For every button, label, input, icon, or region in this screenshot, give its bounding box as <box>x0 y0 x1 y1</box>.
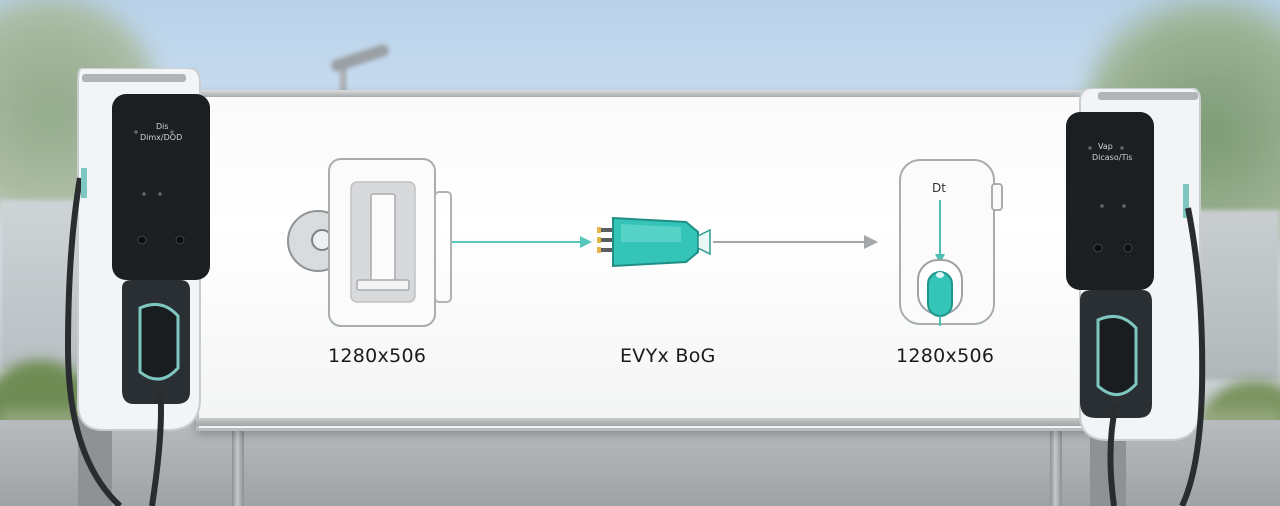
arrow-to-connector-icon <box>452 236 592 248</box>
sign-post-right <box>1050 420 1062 506</box>
left-caption: 1280x506 <box>328 345 427 367</box>
plug-connector-icon <box>597 216 711 268</box>
right-caption: 1280x506 <box>896 345 995 367</box>
sign-post-left <box>232 420 244 506</box>
road <box>0 420 1280 506</box>
right-charger-screen-subtext: Dicaso/Tis <box>1092 153 1133 162</box>
arrow-to-station-icon <box>713 235 878 249</box>
street-lamp-pole <box>340 62 346 102</box>
sign-top-rail <box>196 90 1098 97</box>
station-icon-text: Dt <box>932 181 946 195</box>
street-lamp-head <box>329 43 391 73</box>
ev-charger-right <box>1066 88 1206 506</box>
ev-charger-left <box>64 68 210 506</box>
charging-station-outline-icon <box>899 159 1003 326</box>
sign-illustration: Dt <box>287 158 1003 327</box>
sign-bottom-rail <box>196 418 1098 426</box>
left-charger-screen-subtext: Dimx/DOD <box>140 133 183 142</box>
center-caption: EVYx BoG <box>620 345 716 367</box>
right-charger-screen-text: Vap <box>1098 142 1113 151</box>
wall-charger-outline-icon <box>328 158 452 327</box>
left-charger-screen-text: Dis <box>156 122 169 131</box>
